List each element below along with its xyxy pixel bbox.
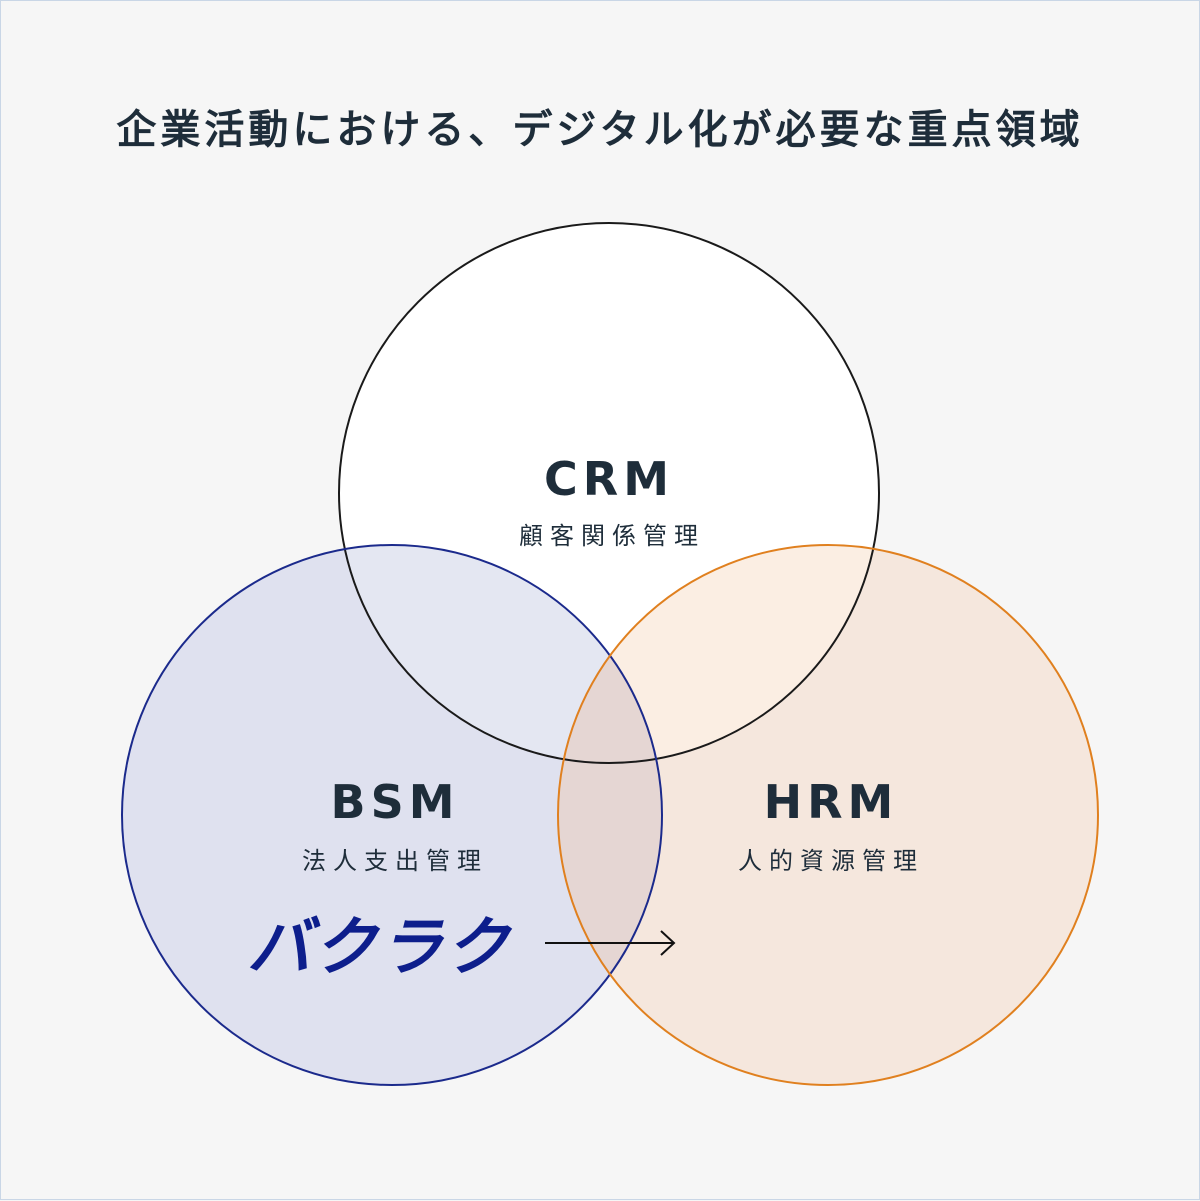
page-title: 企業活動における、デジタル化が必要な重点領域 (116, 107, 1084, 153)
bsm-abbr: BSM (331, 775, 460, 829)
crm-label: 顧客関係管理 (519, 522, 705, 550)
crm-circle (338, 222, 880, 764)
hrm-abbr: HRM (764, 775, 899, 829)
bsm-circle (121, 544, 663, 1086)
crm-bsm-overlap (339, 545, 662, 763)
bakuraku-logo: バクラク (247, 911, 513, 985)
arrow-right-icon (545, 930, 676, 956)
hrm-circle (557, 544, 1099, 1086)
bsm-label: 法人支出管理 (302, 847, 488, 875)
crm-abbr: CRM (544, 452, 674, 506)
hrm-label: 人的資源管理 (738, 847, 924, 875)
crm-hrm-overlap (558, 545, 879, 763)
